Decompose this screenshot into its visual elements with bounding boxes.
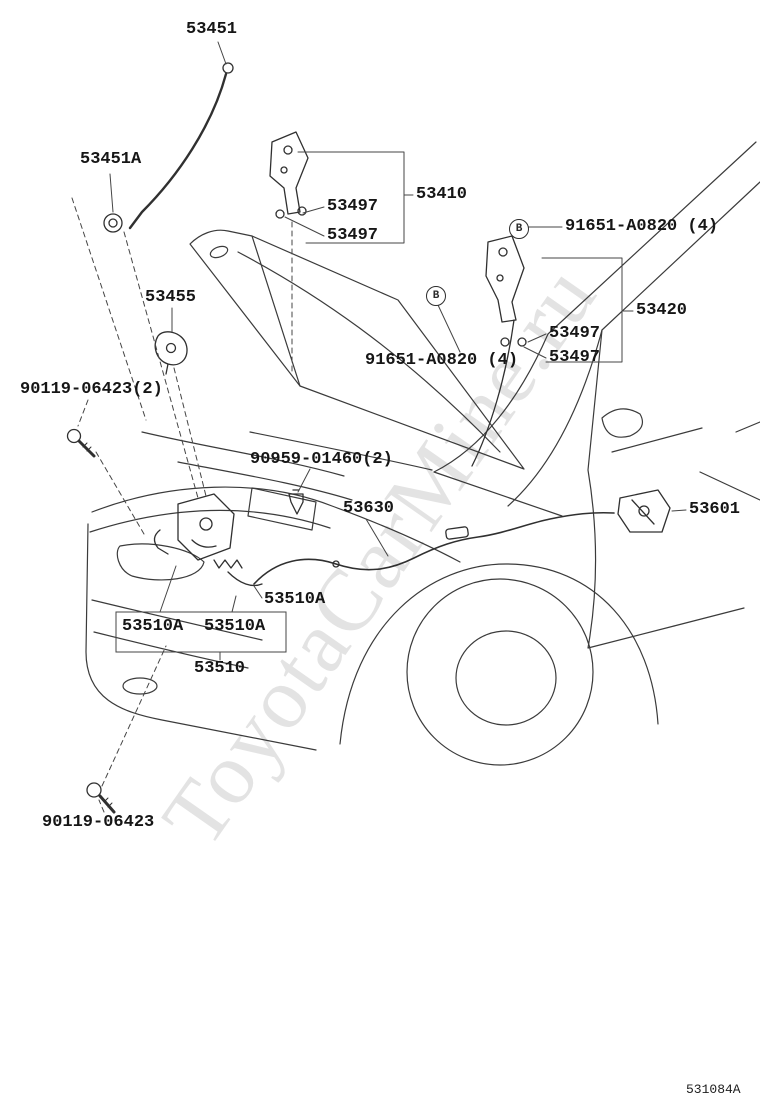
part-label-91651-A0820-1: 91651-A0820 (4) [565, 217, 719, 236]
connector-marker-b-1: B [509, 219, 529, 239]
diagram-code: 531084A [686, 1082, 741, 1097]
hood-panel-outline [189, 229, 525, 470]
part-label-53510A-2: 53510A [122, 617, 184, 636]
part-label-91651-A0820-2: 91651-A0820 (4) [365, 351, 519, 370]
car-body-outline [85, 141, 760, 766]
part-label-53451: 53451 [186, 20, 238, 39]
part-label-53451A: 53451A [80, 150, 142, 169]
part-label-53510A-3: 53510A [204, 617, 266, 636]
part-label-90119-06423-2: 90119-06423(2) [20, 380, 163, 399]
part-label-90119-06423: 90119-06423 [42, 813, 155, 832]
part-label-90959-01460: 90959-01460(2) [250, 450, 393, 469]
part-label-53455: 53455 [145, 288, 197, 307]
part-label-53510A-1: 53510A [264, 590, 326, 609]
part-label-53497-3: 53497 [549, 324, 601, 343]
part-label-53497-4: 53497 [549, 348, 601, 367]
part-label-53630: 53630 [343, 499, 395, 518]
part-label-53510: 53510 [194, 659, 246, 678]
leader-lines [109, 41, 687, 661]
part-label-53497-2: 53497 [327, 226, 379, 245]
hood-parts [66, 62, 671, 814]
part-label-53420: 53420 [636, 301, 688, 320]
part-label-53410: 53410 [416, 185, 468, 204]
part-label-53601: 53601 [689, 500, 741, 519]
connector-marker-b-2: B [426, 286, 446, 306]
dashed-leader-lines [71, 197, 293, 813]
part-label-53497-1: 53497 [327, 197, 379, 216]
